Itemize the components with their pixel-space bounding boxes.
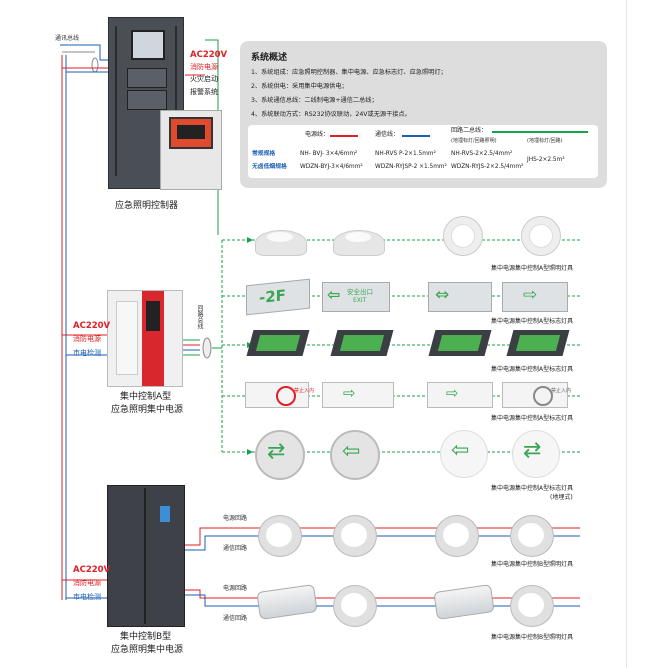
no-entry-text-2: 禁止入内	[551, 388, 572, 394]
floor-sign-round-4: ⇄	[512, 430, 560, 478]
overview-item-4: 4、系统联动方式：RS232协议联动，24V或无源干接点。	[251, 111, 411, 118]
fire-power-label-b: 消防电源	[73, 579, 101, 587]
power-loop-label-1: 电源回路	[223, 515, 248, 522]
angled-sign-1	[246, 330, 310, 356]
spec-comm-std: NH-RVS P-2×1.5mm²	[375, 151, 436, 157]
angled-sign-3	[428, 330, 492, 356]
row6-caption: 集中电源集中控制B型照明灯具	[491, 561, 574, 568]
loop-bus-label: 回路总线	[196, 305, 203, 329]
row5-sub: (地埋式)	[550, 494, 573, 501]
no-entry-text-1: 禁止入内	[294, 388, 315, 394]
row2-caption: 集中电源集中控制A型标志灯具	[491, 318, 574, 325]
angled-sign-4	[506, 330, 570, 356]
spec-power-std: NH- BVJ- 3×4/6mm²	[300, 151, 358, 157]
ac220v-label-a: AC220V	[73, 321, 111, 331]
row7-caption: 集中电源集中控制B型照明灯具	[491, 634, 574, 641]
ac220v-label-b: AC220V	[73, 565, 111, 575]
alarm-system-label: 报警系统	[190, 88, 218, 96]
loop-sub-b: (地埋标灯/回路)	[527, 138, 563, 144]
downlight-4	[510, 515, 554, 557]
spot-light-1	[437, 212, 487, 258]
comm-loop-label-1: 通信回路	[223, 545, 248, 552]
exit-sign-5: ⇨	[427, 382, 493, 408]
spec-loop-b: JHS-2×2.5m²	[527, 157, 565, 163]
exit-sign-3: ⇨	[502, 282, 568, 312]
row-halogen-free-label: 无卤低烟规格	[252, 164, 287, 170]
wire-spec-table	[248, 125, 598, 178]
spec-comm-hf: WDZN-RYJSP-2 ×1.5mm²	[375, 164, 447, 170]
row3-caption: 集中电源集中控制A型标志灯具	[491, 366, 574, 373]
controller-screen	[131, 30, 165, 60]
fire-power-label-a: 消防电源	[73, 335, 101, 343]
cabinet-a-caption-1: 集中控制A型	[120, 392, 172, 402]
overview-item-1: 1、系统组成：应急照明控制器、集中电源、应急标志灯、应急照明灯；	[251, 69, 447, 76]
exit-en: EXIT	[353, 297, 367, 304]
cabinet-b	[107, 485, 185, 627]
exit-sign-2: ⇔	[428, 282, 492, 312]
floor-text: -2F	[259, 286, 286, 307]
downlight-5	[333, 585, 377, 627]
no-entry-sign-1: 禁止入内	[245, 382, 314, 408]
cabinet-b-caption-2: 应急照明集中电源	[111, 645, 184, 655]
fire-linkage-label: 火灾启动	[190, 75, 218, 83]
page-edge-rule	[626, 0, 627, 668]
overview-item-2: 2、系统供电：采用集中电源供电；	[251, 83, 348, 90]
angled-sign-2	[330, 330, 394, 356]
row1-caption: 集中电源集中控制A型照明灯具	[491, 265, 574, 272]
overview-item-3: 3、系统通信总线：二线制电源+通信二总线；	[251, 97, 378, 104]
controller-caption: 应急照明控制器	[115, 201, 179, 211]
exit-sign-1: ⇦ 安全出口 EXIT	[322, 282, 390, 312]
cabinet-a	[107, 290, 183, 387]
floor-sign-round-2: ⇦	[330, 430, 380, 480]
fire-power-label-top: 消防电源	[190, 63, 218, 71]
no-entry-sign-2: 禁止入内	[502, 382, 572, 408]
downlight-3	[435, 515, 479, 557]
exit-sign-4: ⇨	[322, 382, 394, 408]
spot-light-2	[515, 212, 565, 258]
spec-power-hf: WDZN-BYJ-3×4/6mm²	[300, 164, 363, 170]
exit-text: 安全出口	[347, 288, 373, 296]
power-loop-label-2: 电源回路	[223, 585, 248, 592]
city-power-label-b: 市电检测	[73, 593, 101, 601]
floor-sign-round-1: ⇄	[255, 430, 305, 480]
power-wire-swatch	[330, 135, 358, 137]
comm-loop-label-2: 通信回路	[223, 615, 248, 622]
row5-caption: 集中电源集中控制A型标志灯具	[491, 485, 574, 492]
spec-loop-hf: WDZN-RYJS-2×2.5/4mm²	[451, 164, 524, 170]
loop-sub-a: (地埋标灯/回路照明)	[451, 138, 497, 144]
cabinet-a-caption-2: 应急照明集中电源	[111, 405, 184, 415]
row-standard-label: 常规规格	[252, 151, 276, 157]
dome-light-1	[255, 216, 307, 256]
cabinet-b-caption-1: 集中控制B型	[120, 632, 172, 642]
floor-sign-round-3: ⇦	[440, 430, 488, 478]
city-power-label-a: 市电检测	[73, 349, 101, 357]
loop-bus-swatch	[492, 131, 588, 133]
row4-caption: 集中电源集中控制A型标志灯具	[491, 415, 574, 422]
ac220v-label-top: AC220V	[190, 50, 228, 60]
controller-cabinet	[108, 17, 184, 189]
comm-wire-swatch	[402, 135, 430, 137]
power-wire-header: 电源线：	[305, 131, 330, 138]
downlight-2	[333, 515, 377, 557]
dome-light-2	[333, 216, 385, 256]
wall-controller-panel	[160, 110, 222, 190]
downlight-1	[258, 515, 302, 557]
comm-wire-header: 通信线：	[375, 131, 400, 138]
comm-bus-label: 通讯总线	[55, 35, 80, 42]
spec-loop-std: NH-RVS-2×2.5/4mm²	[451, 151, 513, 157]
loop-bus-header: 回路二总线：	[451, 127, 488, 134]
downlight-6	[510, 585, 554, 627]
overview-title: 系统概述	[251, 53, 288, 63]
